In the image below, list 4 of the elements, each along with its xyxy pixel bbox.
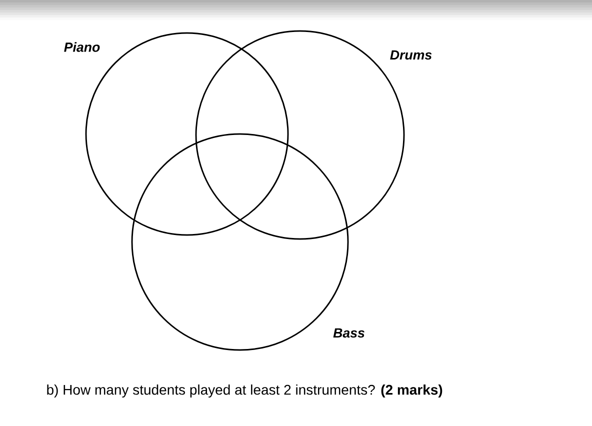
set-label: Piano (64, 42, 100, 52)
set-label: Drums (390, 50, 432, 60)
question-text: b) How many students played at least 2 instruments? (2 marks) (47, 384, 442, 398)
set-label: Bass (333, 328, 364, 338)
